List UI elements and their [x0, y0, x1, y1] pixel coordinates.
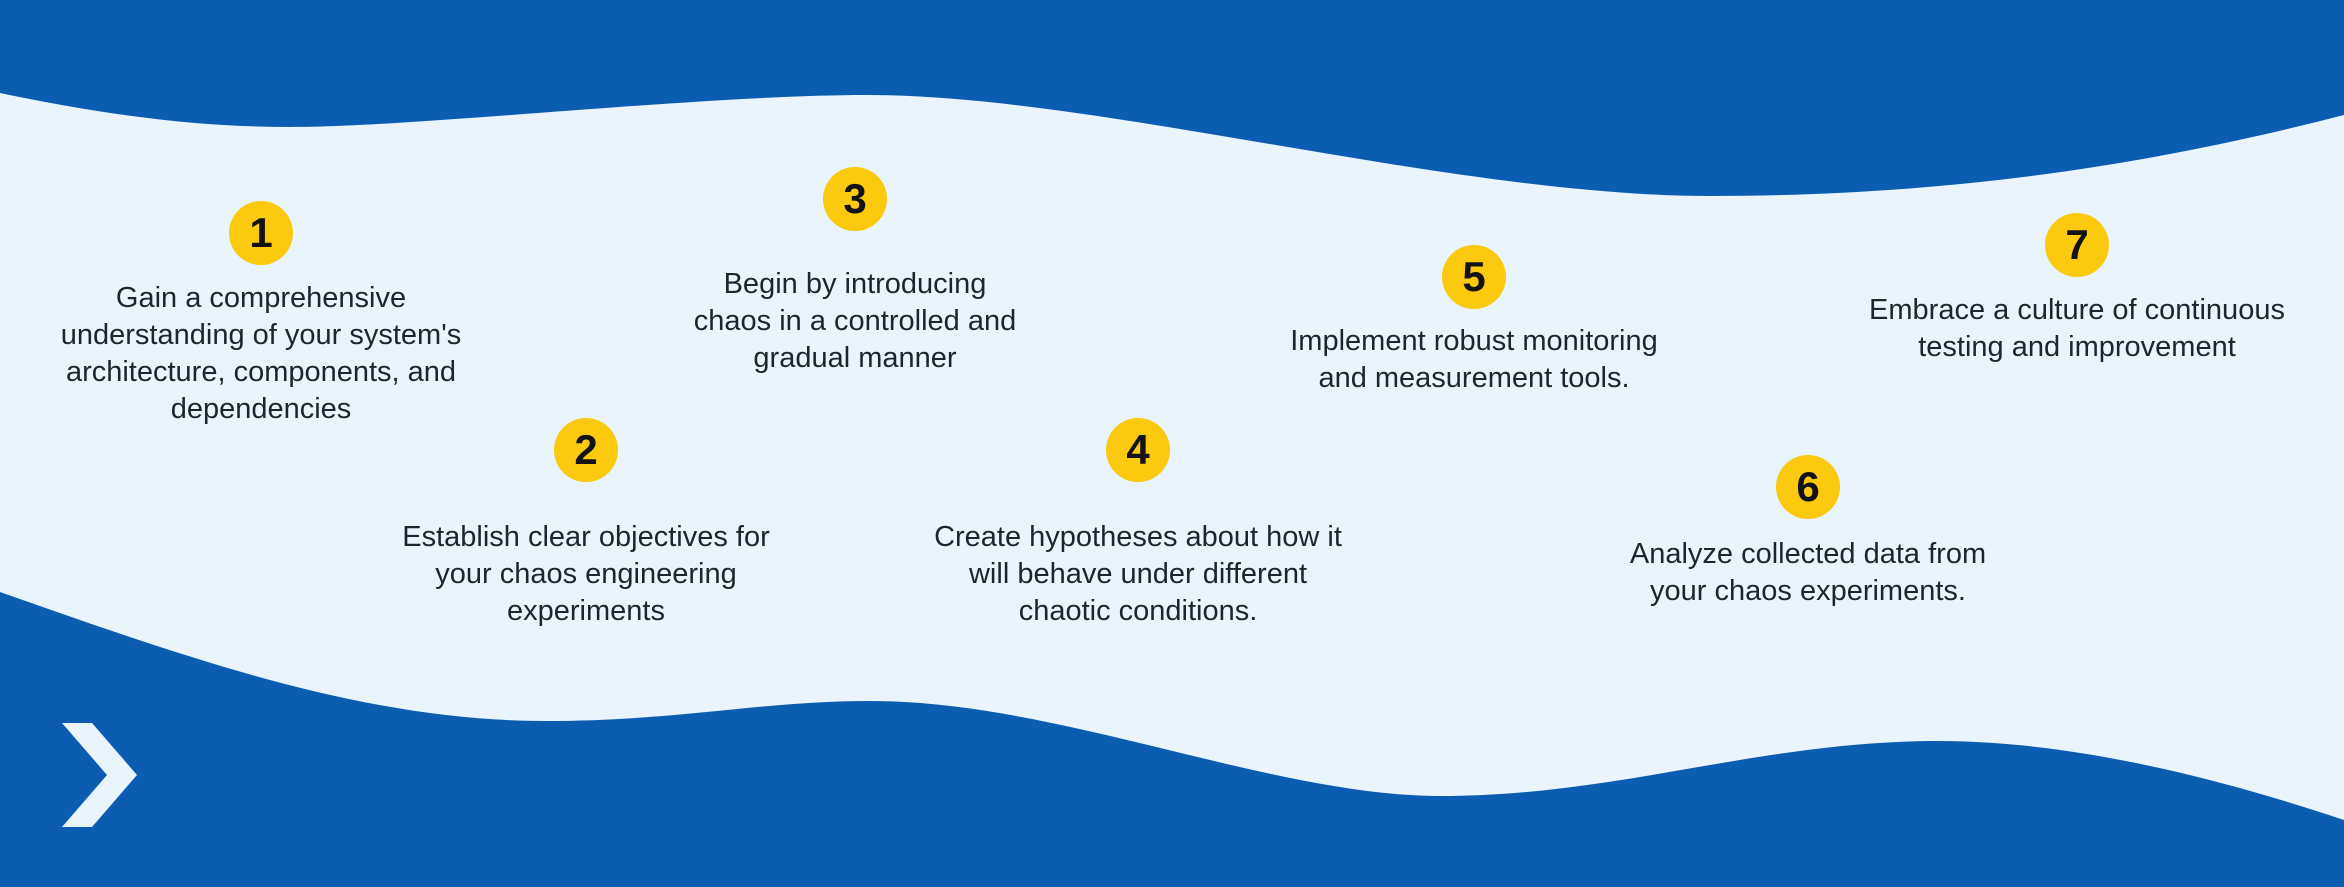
step-1-description: Gain a comprehensive understanding of yo… — [11, 280, 511, 428]
step-4-line: chaotic conditions. — [1018, 595, 1258, 627]
step-2-number-badge: 2 — [554, 418, 618, 482]
step-6-line: Analyze collected data from — [1629, 538, 1987, 570]
step-4-description: Create hypotheses about how it will beha… — [888, 519, 1388, 630]
step-5-line: Implement robust monitoring — [1290, 325, 1658, 357]
step-2-line: your chaos engineering — [435, 558, 737, 590]
bottom-wave-shape — [0, 592, 2344, 887]
step-4-line: will behave under different — [968, 558, 1308, 590]
step-5-number-badge: 5 — [1442, 245, 1506, 309]
top-wave-shape — [0, 0, 2344, 196]
step-2-line: Establish clear objectives for — [402, 521, 770, 553]
step-4-line: Create hypotheses about how it — [934, 521, 1342, 553]
step-7-number-badge: 7 — [2045, 213, 2109, 277]
step-1-line: dependencies — [170, 393, 352, 425]
step-1-line: understanding of your system's — [60, 319, 462, 351]
step-6-line: your chaos experiments. — [1650, 575, 1966, 607]
step-3-line: chaos in a controlled and — [693, 305, 1017, 337]
chevron-right-icon — [62, 723, 137, 827]
step-3-description: Begin by introducing chaos in a controll… — [605, 266, 1105, 377]
step-3-number-badge: 3 — [823, 167, 887, 231]
step-3-line: gradual manner — [753, 342, 957, 374]
step-2-description: Establish clear objectives for your chao… — [336, 519, 836, 630]
step-2-line: experiments — [507, 595, 665, 627]
step-6-number-badge: 6 — [1776, 455, 1840, 519]
step-6-description: Analyze collected data from your chaos e… — [1558, 536, 2058, 610]
step-1-line: architecture, components, and — [65, 356, 457, 388]
step-5-description: Implement robust monitoring and measurem… — [1224, 323, 1724, 397]
step-1-line: Gain a comprehensive — [115, 282, 407, 314]
step-4-number-badge: 4 — [1106, 418, 1170, 482]
step-1-number-badge: 1 — [229, 201, 293, 265]
step-7-line: Embrace a culture of continuous — [1869, 294, 2285, 326]
step-3-line: Begin by introducing — [723, 268, 987, 300]
step-7-description: Embrace a culture of continuous testing … — [1827, 292, 2327, 366]
step-5-line: and measurement tools. — [1318, 362, 1630, 394]
step-7-line: testing and improvement — [1918, 331, 2236, 363]
